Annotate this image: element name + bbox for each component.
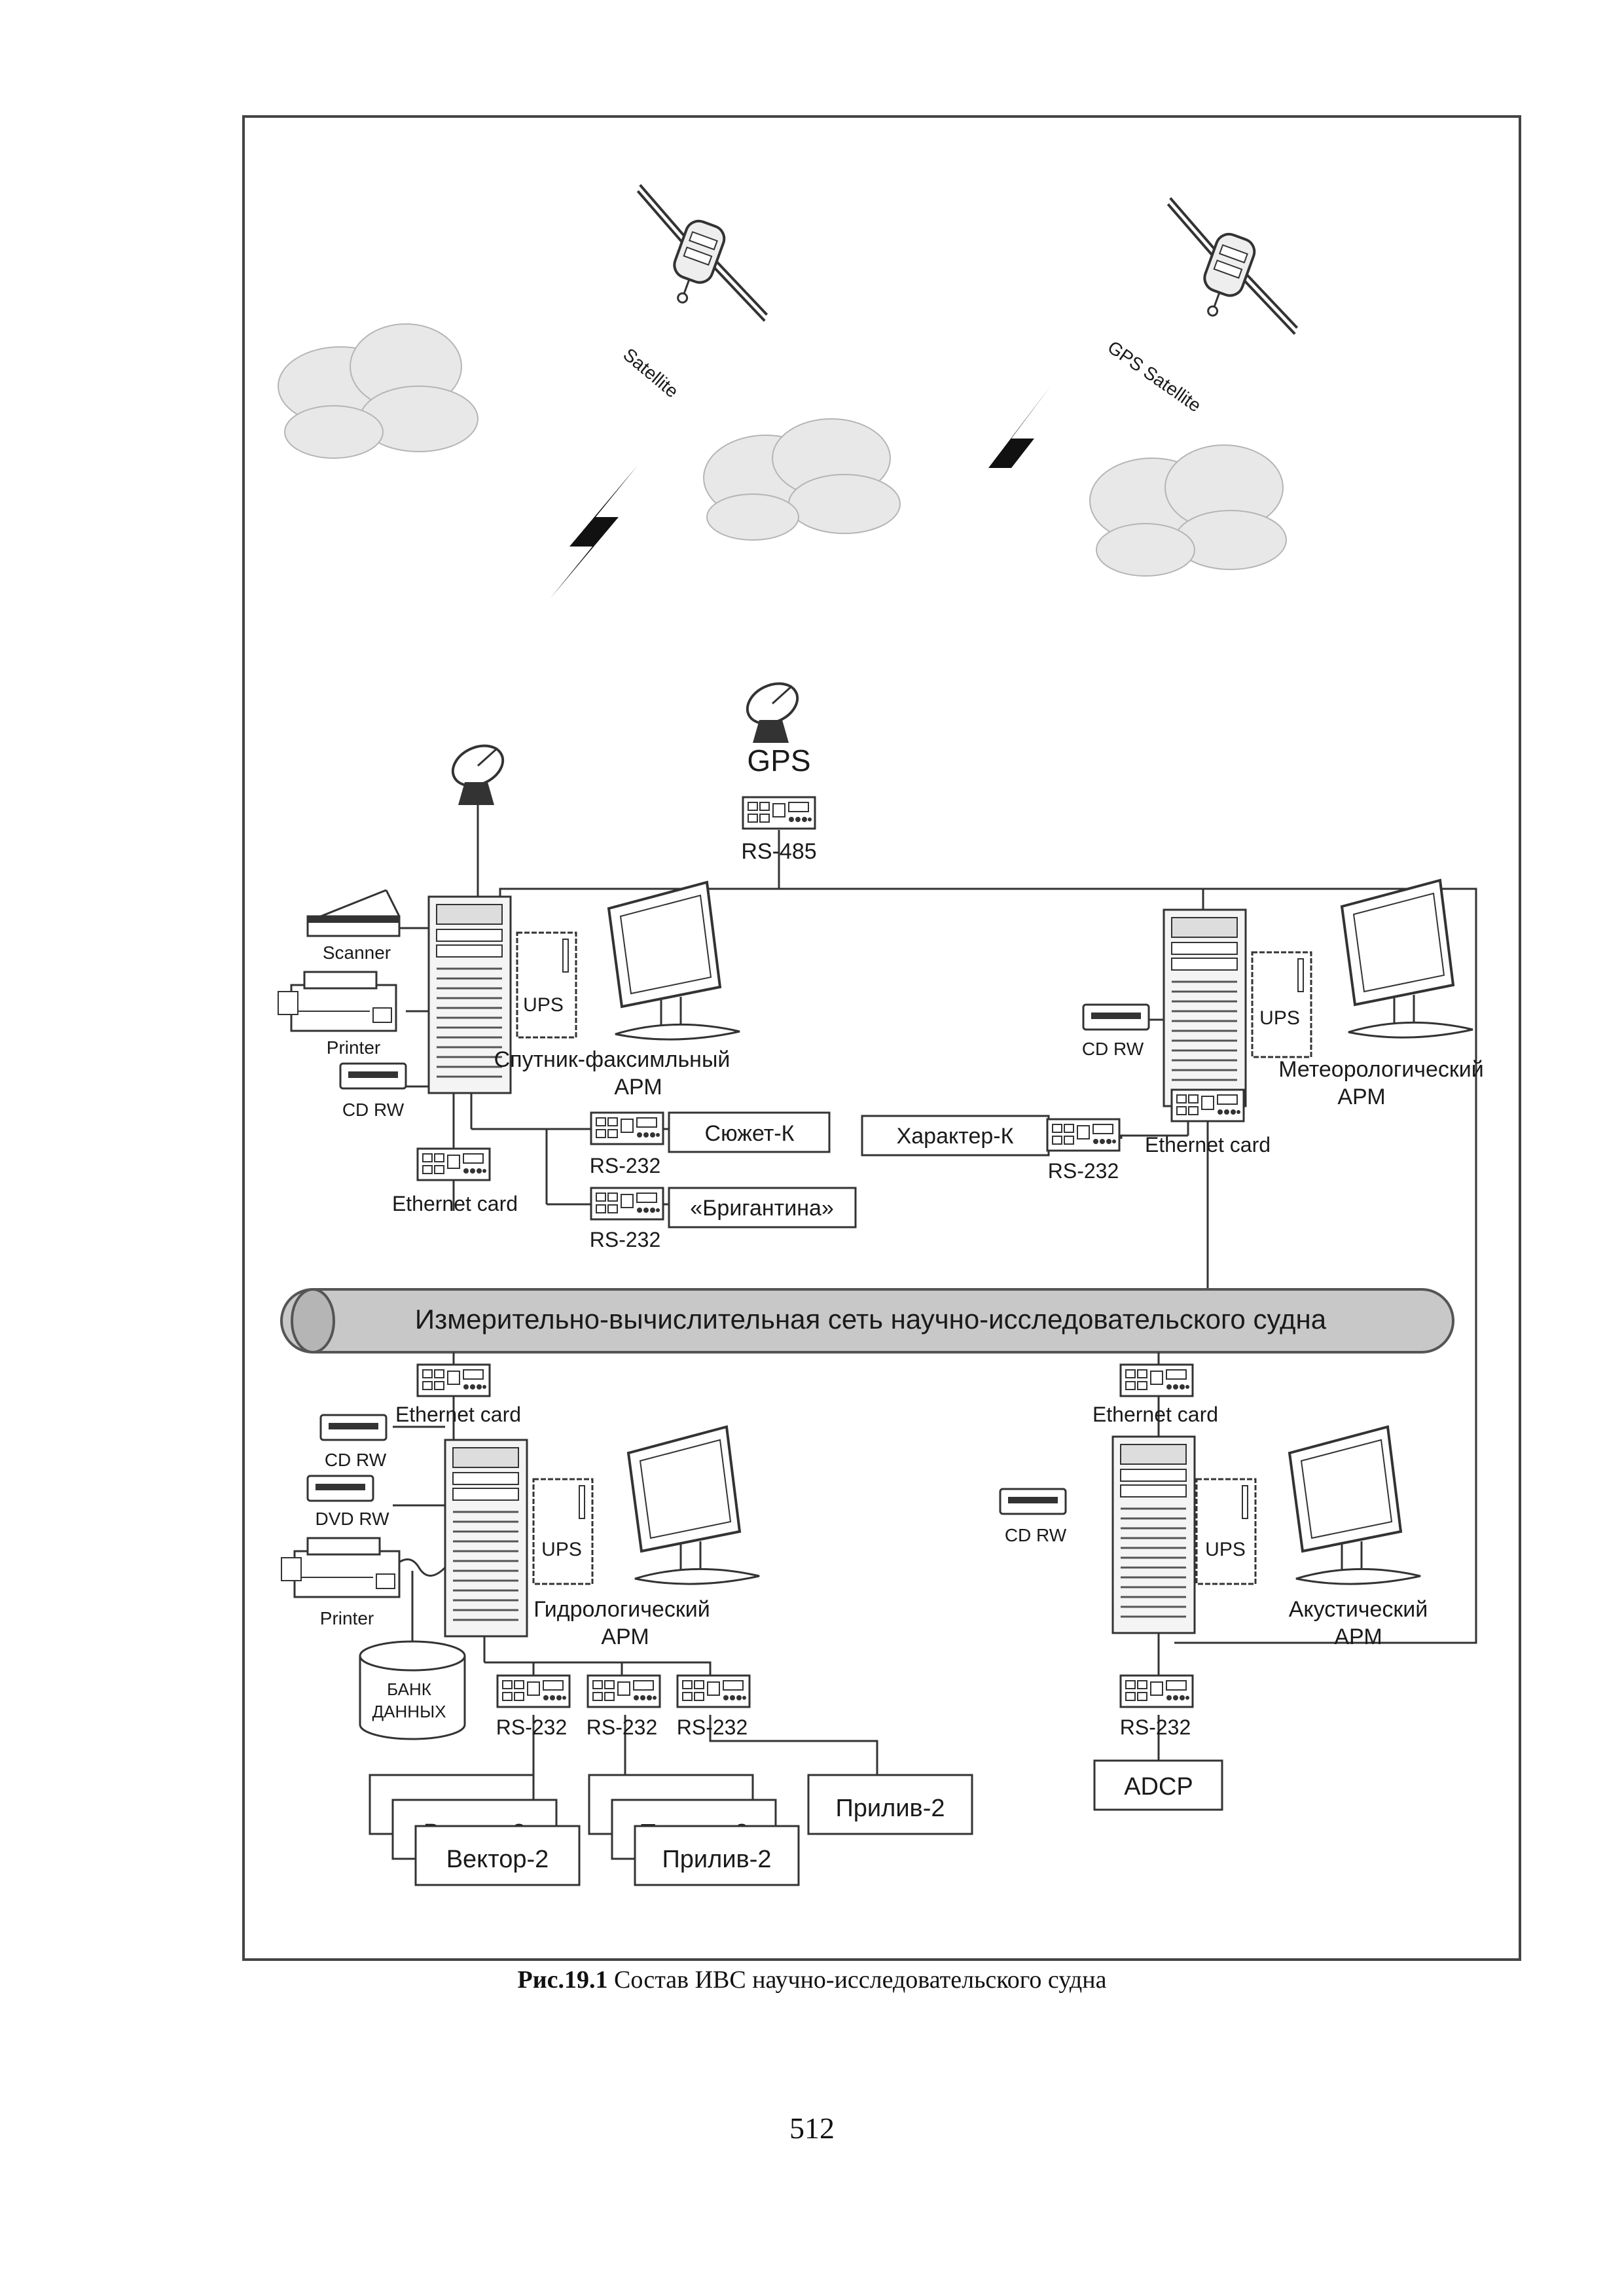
meteo-server-tower-icon [1163, 908, 1247, 1107]
adcp-port-label: RS-232 [1120, 1715, 1191, 1739]
dvd-rw-drive-icon [306, 1475, 374, 1502]
syuzhet-port-label: RS-232 [590, 1154, 661, 1177]
brigantina-interface-card-icon [590, 1187, 664, 1221]
satfax-workstation-type: АРМ [614, 1075, 662, 1100]
kharakter-k-label: Характер-К [897, 1124, 1014, 1149]
cloud-icon [703, 418, 901, 541]
hydro-server-tower-icon [444, 1439, 528, 1638]
interface-card-icon [1119, 1674, 1194, 1708]
adcp-box [1093, 1759, 1223, 1811]
ups-icon [532, 1478, 594, 1585]
gps-satellite-icon [1136, 196, 1326, 346]
interface-card-icon [496, 1674, 571, 1708]
printer-label: Printer [320, 1608, 374, 1628]
figure-caption-text: Состав ИВС научно-исследовательского суд… [607, 1966, 1107, 1994]
ethernet-card-label: Ethernet card [1145, 1133, 1271, 1157]
priliv-box [634, 1825, 800, 1886]
cd-rw-drive-icon [339, 1062, 407, 1090]
database-label: БАНК [387, 1679, 431, 1699]
brigantina-port-label: RS-232 [590, 1228, 661, 1251]
database-icon [359, 1640, 466, 1740]
hydro-workstation-type: АРМ [601, 1624, 649, 1649]
ups-icon [516, 931, 577, 1039]
adcp-label: ADCP [1124, 1773, 1193, 1801]
acoustic-server-tower-icon [1111, 1435, 1196, 1634]
network-bus-label: Измерительно-вычислительная сеть научно-… [415, 1304, 1327, 1335]
figure-number: Рис.19.1 [517, 1966, 608, 1994]
cd-rw-label: CD RW [1005, 1525, 1067, 1545]
scanner-icon [306, 889, 401, 937]
figure-caption: Рис.19.1 Состав ИВС научно-исследователь… [0, 1965, 1624, 1994]
signal-bolt-icon [965, 386, 1051, 527]
cd-rw-drive-icon [1082, 1003, 1150, 1031]
kharakter-k-box [861, 1115, 1050, 1157]
priliv-box [807, 1774, 973, 1835]
syuzhet-k-label: Сюжет-К [705, 1121, 795, 1146]
ethernet-card-label: Ethernet card [1092, 1403, 1218, 1426]
printer-label: Printer [327, 1037, 380, 1058]
gps-antenna-icon [739, 674, 806, 744]
ethernet-card-icon [1170, 1088, 1245, 1122]
satellite-icon [605, 183, 795, 333]
cd-rw-label: CD RW [342, 1100, 405, 1120]
vektor-port-label: RS-232 [496, 1715, 568, 1739]
acoustic-workstation-type: АРМ [1334, 1624, 1382, 1649]
meteo-workstation-type: АРМ [1337, 1085, 1385, 1109]
signal-bolt-icon [550, 465, 638, 599]
ethernet-card-icon [1119, 1363, 1194, 1397]
syuzhet-interface-card-icon [590, 1111, 664, 1145]
cd-rw-drive-icon [319, 1414, 388, 1441]
satellite-antenna-icon [444, 736, 511, 806]
priliv-label: Прилив-2 [835, 1795, 945, 1822]
hydro-workstation-name: Гидрологический [533, 1597, 710, 1622]
ups-icon [1195, 1478, 1257, 1585]
satfax-workstation-name: Спутник-факсимльный [494, 1047, 731, 1072]
vektor-box [414, 1825, 581, 1886]
monitor-icon [627, 1426, 761, 1586]
syuzhet-k-box [668, 1111, 831, 1153]
kharakter-port-label: RS-232 [1048, 1159, 1119, 1183]
printer-icon [280, 1537, 401, 1598]
cloud-icon [278, 323, 478, 459]
interface-card-icon [586, 1674, 661, 1708]
vektor-label: Вектор-2 [446, 1846, 549, 1873]
brigantina-box [668, 1187, 857, 1229]
ups-icon [1251, 951, 1312, 1058]
brigantina-label: «Бригантина» [690, 1196, 834, 1221]
ups-label: UPS [523, 994, 564, 1016]
priliv-label: Прилив-2 [662, 1846, 771, 1873]
gps-satellite-label: GPS Satellite [1104, 337, 1205, 416]
figure-frame [242, 115, 1521, 1961]
cd-rw-label: CD RW [325, 1450, 387, 1470]
monitor-icon [607, 881, 741, 1041]
satellite-label: Satellite [619, 344, 682, 402]
database-label: ДАННЫХ [372, 1702, 446, 1721]
ups-label: UPS [1205, 1539, 1246, 1560]
scanner-label: Scanner [323, 942, 391, 963]
kharakter-interface-card-icon [1046, 1118, 1121, 1152]
ethernet-card-label: Ethernet card [392, 1192, 518, 1215]
network-bus [280, 1288, 1454, 1354]
dvd-rw-label: DVD RW [315, 1509, 389, 1529]
ups-label: UPS [1259, 1007, 1300, 1029]
meteo-workstation-name: Метеорологический [1278, 1057, 1484, 1082]
cloud-icon [1089, 444, 1287, 577]
priliv-port-label: RS-232 [586, 1715, 658, 1739]
interface-card-icon [676, 1674, 751, 1708]
cd-rw-drive-icon [999, 1488, 1067, 1515]
printer-icon [277, 971, 397, 1032]
monitor-icon [1341, 879, 1474, 1039]
ethernet-card-icon [416, 1147, 491, 1181]
acoustic-workstation-name: Акустический [1289, 1597, 1428, 1622]
page-number: 512 [789, 2111, 835, 2145]
cd-rw-label: CD RW [1082, 1039, 1144, 1059]
priliv-port-label: RS-232 [677, 1715, 748, 1739]
ethernet-card-label: Ethernet card [395, 1403, 521, 1426]
gps-interface-card-icon [742, 796, 816, 830]
monitor-icon [1288, 1426, 1422, 1586]
gps-label: GPS [747, 744, 810, 778]
ups-label: UPS [541, 1539, 582, 1560]
ethernet-card-icon [416, 1363, 491, 1397]
